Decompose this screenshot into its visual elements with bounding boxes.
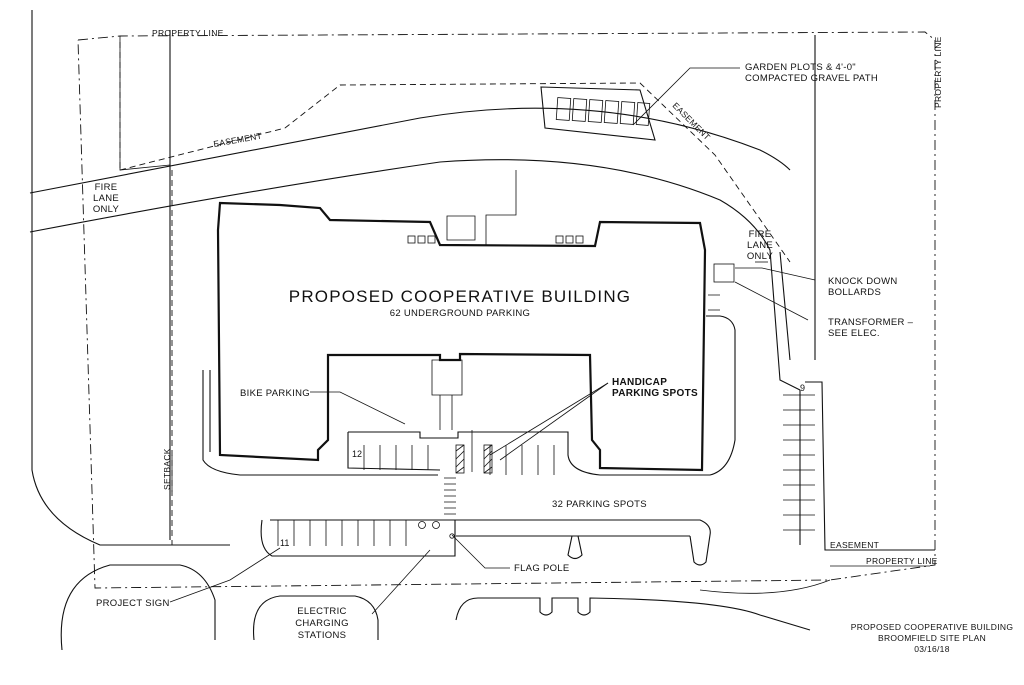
garden-label-line2: COMPACTED GRAVEL PATH	[745, 73, 878, 84]
building-subtitle: 62 UNDERGROUND PARKING	[390, 308, 531, 319]
stall-number-9: 9	[800, 383, 805, 393]
transformer-label-1: TRANSFORMER –	[828, 317, 914, 328]
electric-label-2: CHARGING	[295, 618, 349, 629]
parking-count-label: 32 PARKING SPOTS	[552, 499, 647, 510]
knock-down-label-2: BOLLARDS	[828, 287, 881, 298]
garden-plots	[540, 67, 740, 141]
building-title: PROPOSED COOPERATIVE BUILDING	[289, 287, 631, 306]
title-block-line2: BROOMFIELD SITE PLAN	[878, 633, 986, 643]
title-block-line3: 03/16/18	[914, 644, 950, 654]
flag-pole-label: FLAG POLE	[514, 563, 570, 574]
setback-label: SETBACK	[162, 448, 172, 490]
street-curbs	[60, 564, 831, 651]
handicap-label-2: PARKING SPOTS	[612, 388, 698, 399]
property-line-label-right: PROPERTY LINE	[933, 36, 943, 108]
handicap-stalls	[455, 430, 493, 474]
title-block-line1: PROPOSED COOPERATIVE BUILDING	[851, 622, 1014, 632]
easement-label-bottom: EASEMENT	[830, 540, 879, 550]
fire-lane-left-1: FIRE	[95, 182, 118, 193]
electric-label-3: STATIONS	[298, 630, 347, 641]
ev-charging-stalls	[418, 521, 455, 539]
stall-number-11: 11	[280, 538, 289, 548]
fire-lane-right-3: ONLY	[747, 251, 774, 262]
access-road	[29, 10, 816, 546]
electric-label-1: ELECTRIC	[297, 606, 346, 617]
crosswalk	[444, 477, 456, 515]
project-sign-label: PROJECT SIGN	[96, 598, 170, 609]
parking-stalls-right	[783, 394, 815, 531]
easement-line	[119, 40, 791, 263]
leader-lines	[169, 267, 816, 615]
handicap-label-1: HANDICAP	[612, 377, 667, 388]
property-line-label-top: PROPERTY LINE	[152, 28, 224, 38]
building-footprint	[216, 170, 707, 472]
fire-lane-right-1: FIRE	[749, 229, 772, 240]
bike-parking-label: BIKE PARKING	[240, 388, 310, 399]
transformer-pad	[708, 261, 768, 311]
property-line	[77, 31, 936, 589]
easement-label-left: EASEMENT	[213, 131, 263, 149]
fire-lane-left-3: ONLY	[93, 204, 120, 215]
easement-label-right: EASEMENT	[671, 100, 713, 142]
property-line-label-bottom: PROPERTY LINE	[866, 556, 938, 566]
knock-down-label-1: KNOCK DOWN	[828, 276, 898, 287]
parking-stalls-lower	[277, 520, 407, 546]
garden-label-line1: GARDEN PLOTS & 4'-0"	[745, 62, 856, 73]
transformer-label-2: SEE ELEC.	[828, 328, 880, 339]
stall-number-12: 12	[352, 449, 362, 459]
fire-lane-left-2: LANE	[93, 193, 119, 204]
parking-stalls-upper	[363, 445, 555, 475]
fire-lane-right-2: LANE	[747, 240, 773, 251]
parking-lot	[202, 315, 935, 566]
